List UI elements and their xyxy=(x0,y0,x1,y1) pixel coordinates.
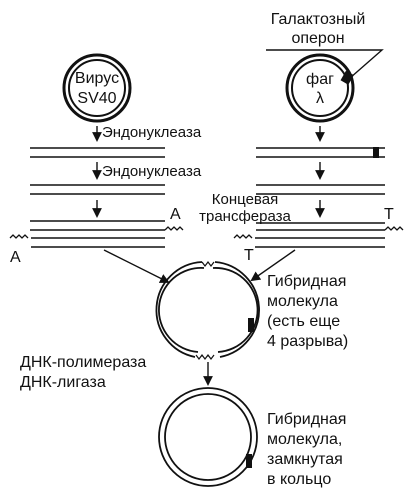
tail-a-left-label: A xyxy=(10,249,21,266)
phage-linear-dna-2 xyxy=(256,184,385,195)
dna-polymerase-label: ДНК-полимераза xyxy=(20,354,146,371)
virus-label-line2: SV40 xyxy=(77,90,116,107)
galactose-operon-label-line1: Галактозный xyxy=(271,11,366,28)
hybrid-molecule-open xyxy=(155,261,260,360)
dna-ligase-label: ДНК-лигаза xyxy=(20,374,106,391)
galactose-operon-segment xyxy=(373,147,379,158)
poly-a-tail-left xyxy=(9,234,29,239)
sv40-linear-dna-3 xyxy=(30,220,184,231)
poly-a-tail-right xyxy=(164,226,184,231)
galactose-operon-label-line2: оперон xyxy=(291,30,344,47)
terminal-transferase-label-line1: Концевая xyxy=(212,191,278,208)
phage-lambda-circle xyxy=(285,53,355,123)
endonuclease-label-2: Эндонуклеаза xyxy=(102,163,202,180)
hybrid-open-label-line4: 4 разрыва) xyxy=(267,333,348,350)
phage-label-line1: фаг xyxy=(306,71,334,88)
tail-t-left-label: T xyxy=(244,247,254,264)
sv40-virus-circle xyxy=(62,53,132,123)
phage-linear-dna-4 xyxy=(233,234,385,248)
hybrid-closed-label-line3: замкнутая xyxy=(267,451,343,468)
hybrid-open-label-line1: Гибридная xyxy=(267,273,346,290)
phage-linear-dna-3 xyxy=(256,222,404,231)
phage-label-line2: λ xyxy=(316,90,324,107)
hybrid-closed-label-line4: в кольцо xyxy=(267,471,331,488)
arrow-to-hybrid-left xyxy=(103,249,170,283)
terminal-transferase-label-line2: трансфераза xyxy=(199,208,291,225)
sv40-linear-dna-4 xyxy=(9,234,165,248)
virus-label-line1: Вирус xyxy=(75,70,119,87)
galactose-operon-segment xyxy=(340,70,354,85)
galactose-operon-segment xyxy=(248,318,254,332)
arrow-to-hybrid-right xyxy=(250,249,296,282)
sv40-linear-dna-1 xyxy=(30,147,165,158)
sv40-linear-dna-2 xyxy=(30,184,165,195)
hybrid-closed-label-line2: молекула, xyxy=(267,431,342,448)
poly-t-tail-right xyxy=(384,226,404,231)
poly-t-tail-left xyxy=(233,234,253,239)
tail-t-right-label: T xyxy=(384,206,394,223)
galactose-operon-pointer xyxy=(266,49,384,79)
tail-a-right-label: A xyxy=(170,206,181,223)
hybrid-open-label-line2: молекула xyxy=(267,293,338,310)
hybrid-open-label-line3: (есть еще xyxy=(267,313,340,330)
hybrid-closed-label-line1: Гибридная xyxy=(267,411,346,428)
endonuclease-label-1: Эндонуклеаза xyxy=(102,124,202,141)
hybrid-molecule-closed xyxy=(158,387,258,487)
galactose-operon-segment xyxy=(246,454,252,468)
phage-linear-dna-1 xyxy=(256,147,385,158)
